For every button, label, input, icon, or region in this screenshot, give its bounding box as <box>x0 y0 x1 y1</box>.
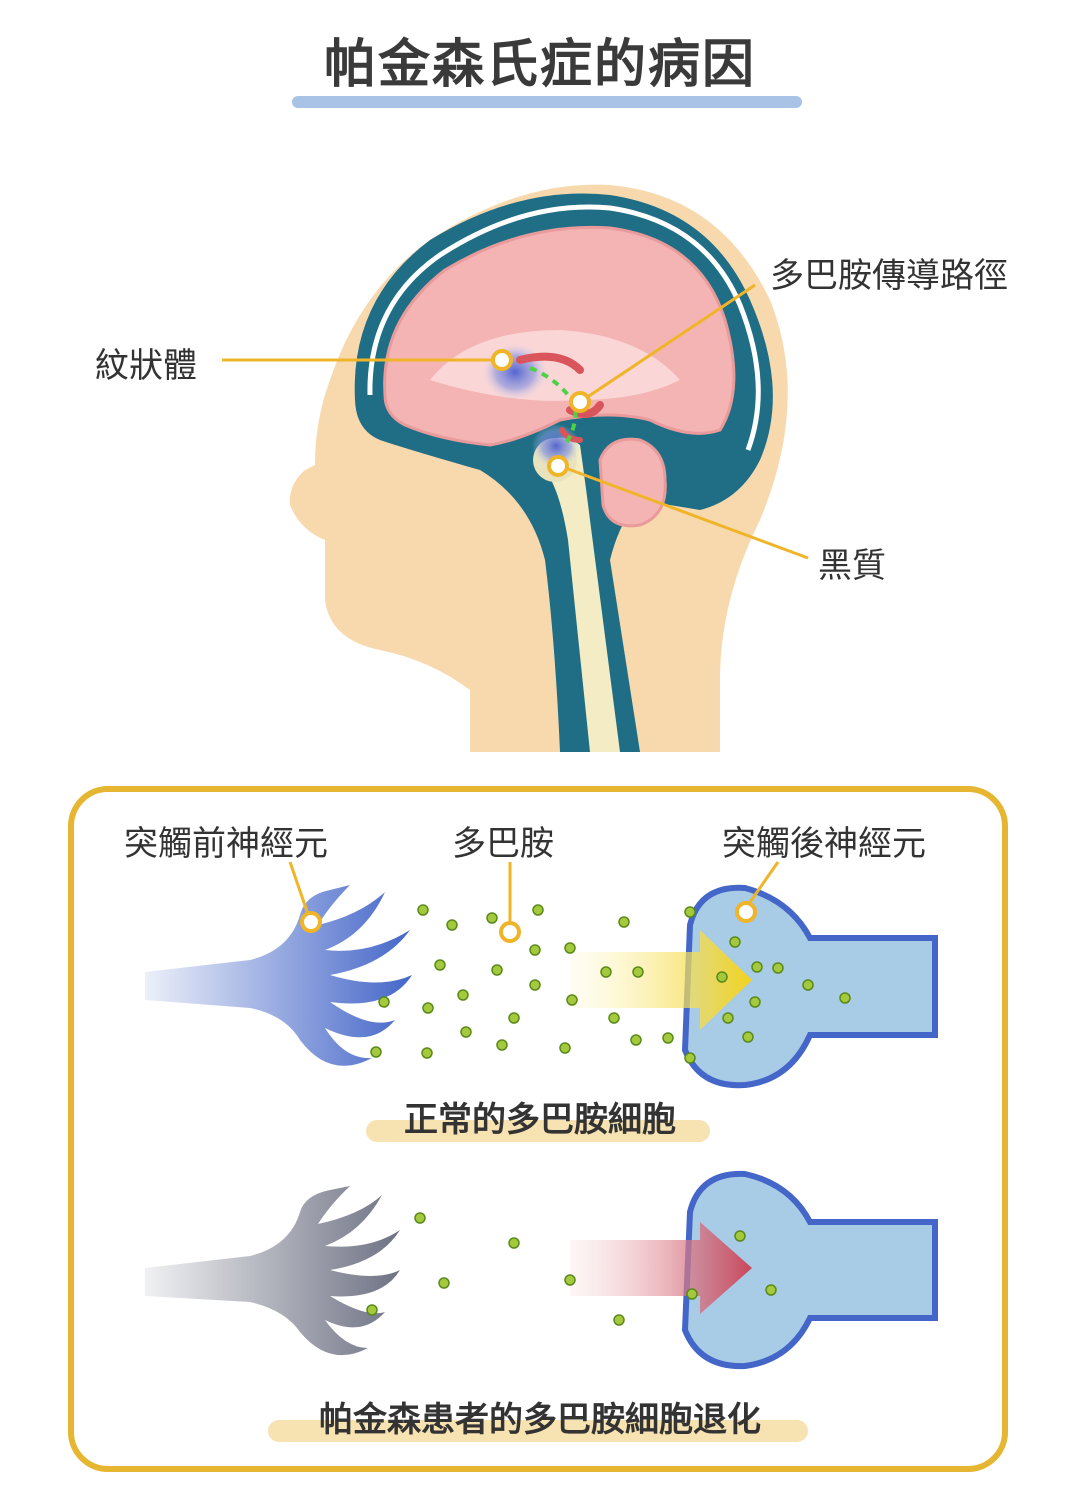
dopamine-particle <box>686 1288 698 1300</box>
dopamine-particle <box>434 959 446 971</box>
dopamine-particle <box>496 1039 508 1051</box>
cerebellum <box>598 437 667 528</box>
dopamine-particle <box>438 1277 450 1289</box>
dopamine-pathway-label: 多巴胺傳導路徑 <box>770 256 1008 296</box>
dopamine-particle <box>749 996 761 1008</box>
synapse-panel <box>68 786 1008 1472</box>
dopamine-particle <box>421 1047 433 1059</box>
dopamine-particle <box>684 1052 696 1064</box>
dopamine-particle <box>751 961 763 973</box>
caption-normal: 正常的多巴胺細胞 <box>404 1100 676 1140</box>
dopamine-particle <box>529 979 541 991</box>
dopamine-particle <box>457 989 469 1001</box>
dopamine-particle <box>422 1002 434 1014</box>
dopamine-particle <box>559 1042 571 1054</box>
dopamine-particle <box>366 1304 378 1316</box>
presynaptic-neuron-normal <box>145 885 412 1066</box>
caption-parkinson: 帕金森患者的多巴胺細胞退化 <box>319 1400 761 1440</box>
dopamine-particle <box>460 1026 472 1038</box>
dopamine-particle <box>632 966 644 978</box>
dopamine-particle <box>532 904 544 916</box>
caption-highlight-parkinson <box>268 1420 808 1442</box>
dopamine-label: 多巴胺 <box>452 824 554 864</box>
dopamine-pathway <box>529 366 578 447</box>
dopamine-particle <box>378 996 390 1008</box>
dopamine-particle <box>772 962 784 974</box>
title-underline <box>292 96 802 108</box>
dopamine-particle <box>508 1012 520 1024</box>
dopamine-particle <box>765 1284 777 1296</box>
dopamine-particle <box>417 904 429 916</box>
dopamine-particle <box>742 1031 754 1043</box>
dopamine-particle <box>600 966 612 978</box>
dopamine-particle <box>722 1012 734 1024</box>
dopamine-particle <box>608 1012 620 1024</box>
dopamine-particle <box>508 1237 520 1249</box>
dopamine-particle <box>802 979 814 991</box>
presynaptic-neuron-label: 突觸前神經元 <box>124 824 328 864</box>
dopamine-particle <box>486 912 498 924</box>
signal-arrow-parkinson <box>570 1222 752 1314</box>
dopamine-particle <box>491 964 503 976</box>
postsynaptic-neuron-label: 突觸後神經元 <box>722 824 926 864</box>
dopamine-particle <box>529 944 541 956</box>
dopamine-particle <box>839 992 851 1004</box>
page-title: 帕金森氏症的病因 <box>323 35 756 95</box>
dopamine-particle <box>734 1230 746 1242</box>
dopamine-particle <box>564 1274 576 1286</box>
postsynaptic-neuron-parkinson <box>681 1170 938 1370</box>
dopamine-particles-normal <box>370 904 851 1064</box>
brainstem <box>545 437 620 752</box>
dopamine-particle <box>370 1046 382 1058</box>
dopamine-particle <box>630 1034 642 1046</box>
dopamine-particle <box>684 906 696 918</box>
dopamine-particle <box>613 1314 625 1326</box>
dopamine-particle <box>729 936 741 948</box>
dopamine-particle <box>446 919 458 931</box>
dopamine-particles-parkinson <box>366 1212 777 1326</box>
signal-arrow-normal <box>570 930 752 1030</box>
caption-highlight-normal <box>366 1120 710 1142</box>
dopamine-particle <box>716 971 728 983</box>
substantia-nigra-label: 黑質 <box>818 546 886 586</box>
striatum-label: 紋狀體 <box>95 346 197 386</box>
presynaptic-neuron-parkinson <box>145 1186 400 1356</box>
dopamine-particle <box>564 942 576 954</box>
dopamine-particle <box>566 994 578 1006</box>
brain-illustration <box>222 184 809 753</box>
dopamine-particle <box>662 1032 674 1044</box>
dopamine-particle <box>618 916 630 928</box>
dopamine-particle <box>414 1212 426 1224</box>
